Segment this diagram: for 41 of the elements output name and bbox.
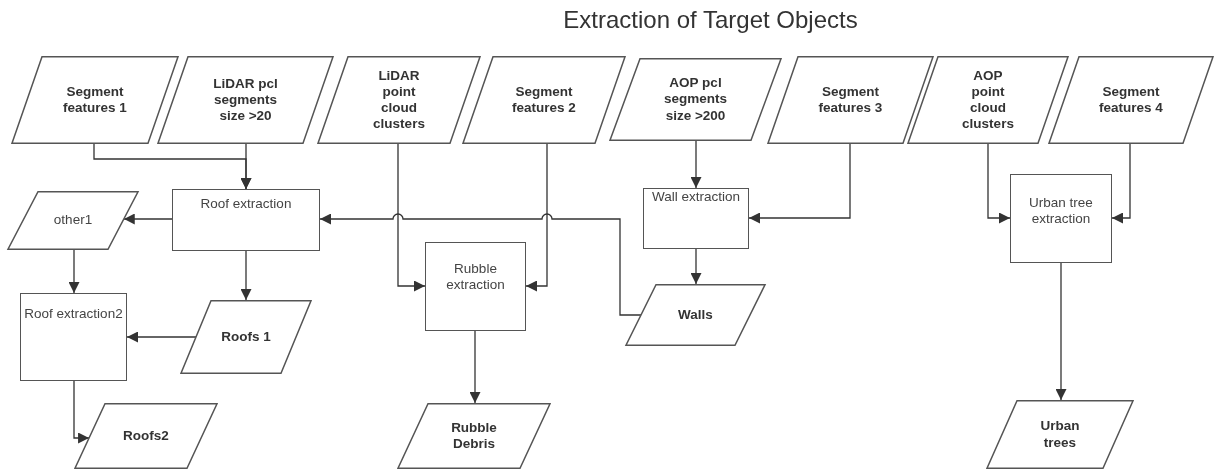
arrow	[319, 213, 642, 316]
node-label: Walls	[677, 306, 714, 324]
node-label: Roofs2	[122, 427, 170, 445]
process-box	[425, 242, 526, 331]
arrow	[1055, 262, 1067, 401]
node-label: Segment features 1	[62, 83, 128, 117]
arrow	[240, 250, 252, 301]
node-label: Rubble extraction	[445, 261, 506, 294]
node-label: Roof extraction2	[23, 306, 124, 323]
arrow	[126, 331, 197, 343]
node-label: LiDAR point cloud clusters	[372, 67, 426, 133]
diagram-title: Extraction of Target Objects	[562, 6, 859, 34]
node-label: Roof extraction	[199, 196, 293, 213]
arrow	[690, 140, 702, 189]
arrow	[690, 248, 702, 285]
node-label: Wall extraction	[651, 189, 741, 206]
arrow	[123, 213, 173, 225]
node-label: LiDAR pcl segments size >20	[212, 75, 279, 125]
arrow	[748, 143, 851, 224]
node-label: AOP point cloud clusters	[961, 67, 1015, 133]
process-box	[20, 293, 127, 381]
process-box	[1010, 174, 1112, 263]
process-box	[643, 188, 749, 249]
arrow	[397, 143, 426, 292]
node-label: Segment features 2	[511, 83, 577, 117]
arrow	[73, 380, 90, 444]
node-label: other1	[52, 212, 94, 229]
node-label: Urban tree extraction	[1028, 195, 1094, 228]
arrow	[68, 249, 80, 294]
arrow	[240, 143, 252, 190]
arrow	[987, 143, 1011, 224]
arrow	[1111, 143, 1131, 224]
node-label: Roofs 1	[220, 328, 272, 346]
arrow	[469, 330, 481, 404]
node-label: Segment features 3	[817, 83, 884, 117]
node-label: AOP pcl segments size >200	[663, 75, 728, 124]
arrow	[525, 143, 548, 292]
process-box	[172, 189, 320, 251]
node-label: Rubble Debris	[450, 419, 498, 453]
node-label: Segment features 4	[1098, 83, 1164, 117]
node-label: Urban trees	[1039, 418, 1081, 451]
